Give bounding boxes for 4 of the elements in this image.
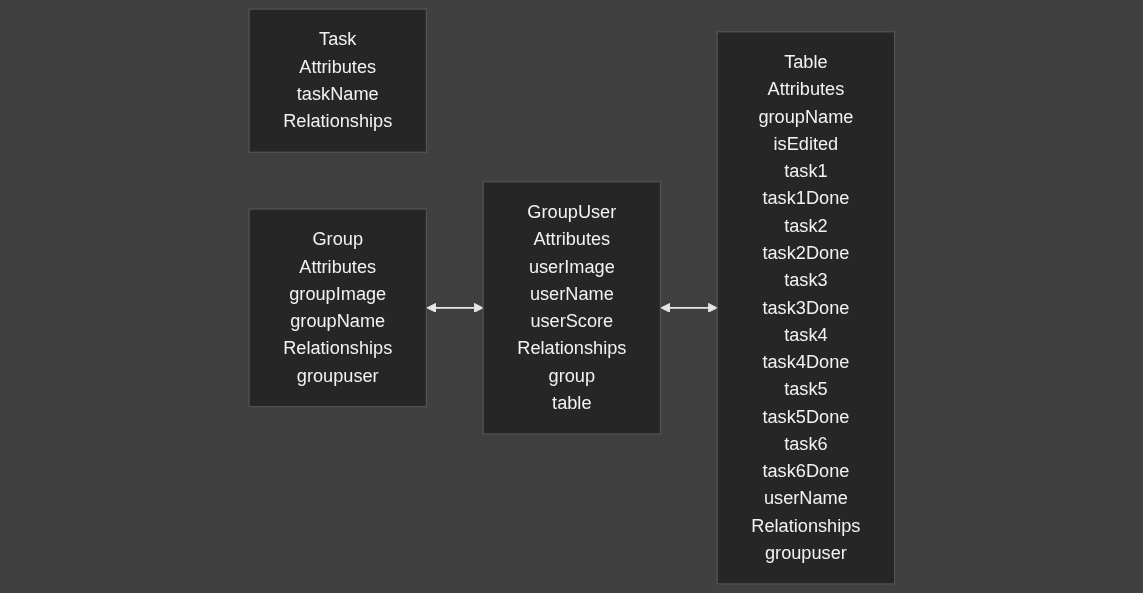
node-box: Table Attributes groupName isEdited task1 task1Done task2 task2Done task3 task3Done task4 task4Done task5 task5Done task6 task6Done userName Relationships groupuser [716,31,895,585]
node-box: GroupUser Attributes userImage userName userScore Relationships group table [482,181,661,435]
node-box: Task Attributes taskName Relationships [248,8,427,153]
node-box: Group Attributes groupImage groupName Relationships groupuser [248,208,427,408]
